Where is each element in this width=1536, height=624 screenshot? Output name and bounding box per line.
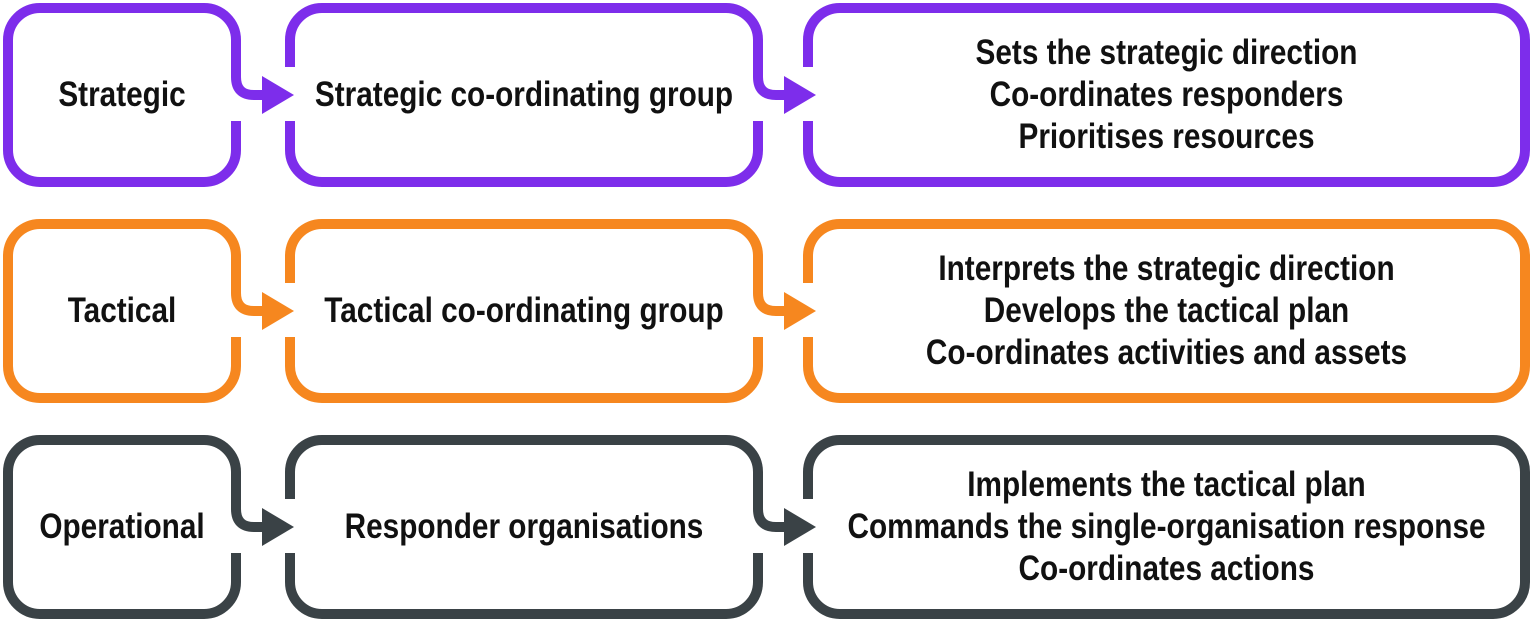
group-label: Tactical co-ordinating group xyxy=(324,291,724,330)
responsibility-line: Sets the strategic direction xyxy=(975,33,1358,72)
elbow-arrow-icon xyxy=(753,499,787,532)
row-frame-strategic xyxy=(3,3,1530,187)
level-row-strategic: Strategic Strategic co-ordinating group … xyxy=(0,3,1536,187)
group-label: Responder organisations xyxy=(344,507,704,546)
elbow-arrow-icon xyxy=(231,67,265,100)
arrow-head-icon xyxy=(262,292,294,330)
level-label: Tactical xyxy=(67,291,177,330)
group-label: Strategic co-ordinating group xyxy=(314,75,734,114)
elbow-arrow-icon xyxy=(753,67,787,100)
level-row-operational: Operational Responder organisations Impl… xyxy=(0,435,1536,619)
level-label: Operational xyxy=(39,507,205,546)
elbow-arrow-icon xyxy=(231,283,265,316)
elbow-arrow-icon xyxy=(753,283,787,316)
arrow-head-icon xyxy=(784,76,816,114)
arrow-head-icon xyxy=(262,508,294,546)
responsibility-line: Prioritises resources xyxy=(1018,117,1315,156)
arrow-head-icon xyxy=(262,76,294,114)
responsibility-line: Commands the single-organisation respons… xyxy=(847,507,1486,546)
arrow-head-icon xyxy=(784,508,816,546)
responsibility-line: Develops the tactical plan xyxy=(983,291,1350,330)
responsibility-line: Interprets the strategic direction xyxy=(938,249,1395,288)
elbow-arrow-icon xyxy=(231,499,265,532)
responsibility-line: Co-ordinates responders xyxy=(989,75,1344,114)
responsibilities-list: Implements the tactical plan Commands th… xyxy=(847,435,1485,619)
responsibility-line: Co-ordinates activities and assets xyxy=(925,333,1408,372)
arrow-head-icon xyxy=(784,292,816,330)
responsibility-line: Co-ordinates actions xyxy=(1018,549,1315,588)
responsibilities-list: Interprets the strategic direction Devel… xyxy=(858,219,1476,403)
row-frame-operational xyxy=(3,435,1530,619)
responsibilities-list: Sets the strategic direction Co-ordinate… xyxy=(858,3,1476,187)
row-frame-tactical xyxy=(3,219,1530,403)
level-row-tactical: Tactical Tactical co-ordinating group In… xyxy=(0,219,1536,403)
level-label: Strategic xyxy=(58,75,186,114)
responsibility-line: Implements the tactical plan xyxy=(967,465,1366,504)
